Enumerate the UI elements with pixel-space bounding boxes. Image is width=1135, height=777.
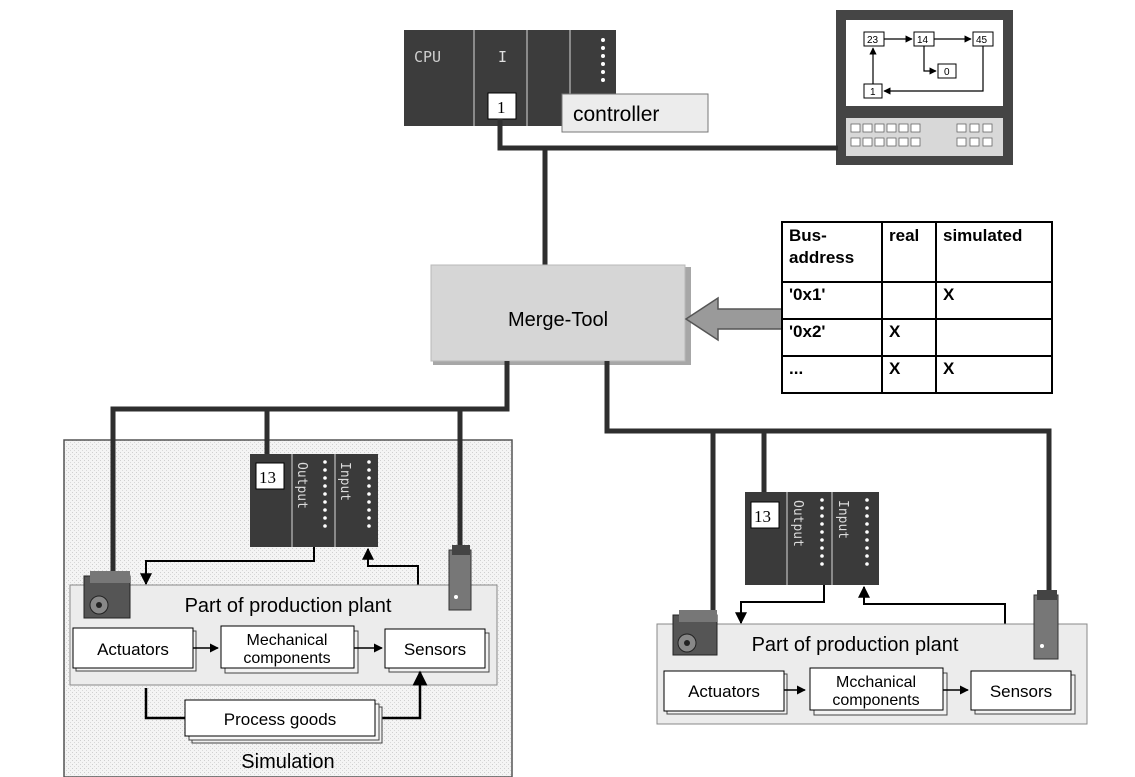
right-output-arrow: [735, 585, 825, 625]
left-input-arrow: [362, 547, 419, 586]
hmi-connections: [869, 35, 984, 95]
table-cell: X: [935, 355, 1053, 394]
left-sensor-icon: [448, 545, 472, 611]
header-bus-address: Bus-address: [781, 221, 883, 283]
right-plant-title: Part of production plant: [752, 634, 959, 656]
left-plant-part: Part of production plant Actuators Mecha…: [69, 545, 498, 686]
merge-tool: Merge-Tool: [430, 264, 691, 365]
left-io-address: 13: [259, 468, 276, 487]
right-sensor-icon: [1033, 590, 1059, 660]
left-goods-in-line: [144, 688, 186, 720]
header-simulated: simulated: [935, 221, 1053, 283]
hmi-node-14: 14: [917, 35, 929, 46]
controller-address: 1: [497, 98, 506, 117]
table-cell: '0x1': [781, 281, 883, 320]
right-plant-part: Part of production plant Actuators Mccha…: [656, 590, 1088, 725]
hmi-node-0: 0: [944, 67, 950, 78]
merge-tool-label: Merge-Tool: [508, 309, 608, 331]
left-io-module: 13 Output Input: [250, 454, 378, 547]
table-row: ... X X: [781, 355, 1053, 394]
hmi-keys: [850, 123, 993, 147]
config-arrow: [684, 296, 783, 342]
left-sensors-block: Sensors: [384, 628, 490, 673]
right-actuators-label: Actuators: [688, 682, 760, 701]
left-actuators-block: Actuators: [72, 627, 197, 672]
left-output-label: Output: [294, 462, 309, 509]
right-input-label: Input: [835, 500, 850, 539]
left-mechanical-line2: components: [243, 650, 330, 667]
address-box: [487, 92, 517, 120]
controller-hmi-link: [497, 119, 838, 151]
table-cell: [881, 281, 937, 320]
left-mechanical-block: Mechanical components: [220, 625, 359, 674]
right-sensors-block: Sensors: [970, 670, 1076, 715]
right-motor-icon: [672, 610, 718, 656]
left-actuators-label: Actuators: [97, 640, 169, 659]
merge-right-bus: [604, 361, 1052, 595]
right-sensors-label: Sensors: [990, 682, 1052, 701]
left-mechanical-line1: Mechanical: [247, 632, 328, 649]
merge-left-bus: [110, 361, 510, 582]
controller-label: controller: [573, 103, 659, 126]
hmi-node-1: 1: [870, 87, 876, 98]
table-cell: [935, 318, 1053, 357]
process-goods-block: Process goods: [184, 699, 383, 744]
simulation-label: Simulation: [241, 751, 334, 773]
right-actuators-block: Actuators: [663, 670, 788, 715]
left-input-label: Input: [337, 462, 352, 501]
header-real: real: [881, 221, 937, 283]
io-module-label: I: [498, 48, 507, 66]
left-goods-out-arrow: [380, 670, 428, 720]
merge-tool-box: [430, 264, 686, 362]
table-cell: X: [935, 281, 1053, 320]
left-motor-icon: [83, 571, 131, 619]
hmi-panel: 23 14 45 0 1: [836, 10, 1013, 165]
process-goods-label: Process goods: [224, 710, 336, 729]
bus-address-table: Bus-address real simulated '0x1' X '0x2'…: [781, 221, 1053, 394]
hmi-node-23: 23: [867, 35, 879, 46]
left-sensors-label: Sensors: [404, 640, 466, 659]
table-row: '0x2' X: [781, 318, 1053, 357]
right-output-label: Output: [790, 500, 805, 547]
table-row: '0x1' X: [781, 281, 1053, 320]
cpu-label: CPU: [414, 48, 441, 66]
io-terminal-dots: [601, 38, 605, 82]
table-header-row: Bus-address real simulated: [781, 221, 1053, 283]
table-cell: X: [881, 318, 937, 357]
controller-label-box: [561, 93, 709, 133]
right-io-module: 13 Output Input: [745, 492, 879, 585]
right-mechanical-block: Mcchanical components: [809, 667, 948, 716]
right-io-address: 13: [754, 507, 771, 526]
left-plant-title: Part of production plant: [185, 595, 392, 617]
table-cell: X: [881, 355, 937, 394]
right-mechanical-line2: components: [832, 692, 919, 709]
hmi-node-45: 45: [976, 35, 988, 46]
controller-rack: CPU I 1 controller: [404, 30, 709, 133]
table-cell: ...: [781, 355, 883, 394]
right-mechanical-line1: Mcchanical: [836, 674, 916, 691]
right-input-arrow: [858, 585, 1006, 625]
left-output-arrow: [140, 547, 315, 586]
table-cell: '0x2': [781, 318, 883, 357]
